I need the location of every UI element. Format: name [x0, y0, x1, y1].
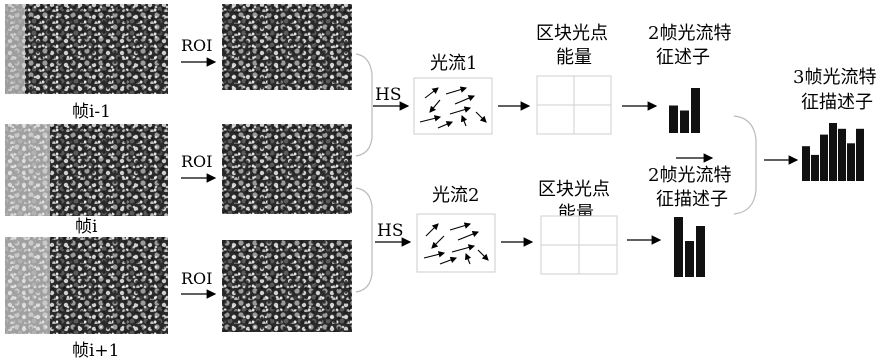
desc-label-2b: 征描述子	[656, 189, 728, 210]
final-descriptor-bar-1	[802, 146, 810, 181]
final-descriptor-bar-3	[820, 134, 828, 181]
frame-label-3: 帧i+1	[72, 341, 120, 361]
frame-label-1: 帧i-1	[72, 102, 111, 122]
hs-label-1: HS	[375, 85, 401, 105]
descriptor-2-bar-1	[674, 217, 683, 277]
roi-label-1: ROI	[181, 36, 212, 55]
hs-label-2: HS	[377, 221, 403, 241]
flow-label-2: 光流2	[432, 185, 479, 206]
descriptor-2-bar-2	[685, 241, 694, 277]
energy-grid-1	[536, 75, 612, 135]
descriptor-1-bar-1	[669, 105, 678, 133]
roi-arrow-1: ROI	[181, 36, 217, 67]
final-label-a: 3帧光流特	[793, 67, 876, 88]
roi-arrow-2: ROI	[181, 152, 217, 183]
frame-group-2: 帧i	[5, 124, 168, 237]
flow-label-1: 光流1	[430, 53, 477, 74]
final-label-b: 征描述子	[801, 92, 873, 113]
final-descriptor-bar-6	[847, 143, 855, 181]
pair-bracket-1	[355, 53, 373, 157]
frame-group-3: 帧i+1	[5, 237, 168, 361]
flow-branch-1: HS 光流1 区块光点 能量 2帧光流特 征述子	[373, 23, 731, 135]
roi-label-3: ROI	[181, 269, 212, 288]
optical-flow-field-1	[413, 77, 493, 135]
roi-label-2: ROI	[181, 152, 212, 171]
descriptor-2-bar-3	[696, 226, 705, 277]
roi-arrow-3: ROI	[181, 269, 217, 299]
final-descriptor-bar-7	[856, 128, 864, 181]
pair-bracket-2	[355, 187, 373, 293]
descriptor-bars-2	[674, 217, 705, 277]
final-descriptor-bar-2	[811, 154, 819, 181]
desc-label-1a: 2帧光流特	[648, 23, 731, 44]
frame-label-2: 帧i	[75, 217, 98, 237]
energy-grid-2	[540, 215, 618, 275]
final-descriptor-bar-5	[838, 128, 846, 181]
final-descriptor-bar-4	[829, 123, 837, 181]
energy-label-1b: 能量	[556, 47, 592, 68]
frame-group-1: 帧i-1	[5, 4, 168, 122]
merge-bracket	[733, 115, 757, 215]
optical-flow-field-2	[416, 213, 496, 273]
desc-label-2a: 2帧光流特	[648, 165, 731, 186]
descriptor-1-bar-2	[680, 110, 689, 133]
flow-branch-2: HS 光流2 区块光点 能量 2帧光流特 征描述子	[375, 153, 731, 277]
energy-label-2a: 区块光点	[538, 179, 610, 200]
final-descriptor-bars	[802, 123, 864, 181]
descriptor-bars-1	[669, 88, 700, 133]
descriptor-1-bar-3	[691, 88, 700, 133]
energy-label-1a: 区块光点	[536, 23, 608, 44]
desc-label-1b: 征述子	[656, 47, 710, 68]
